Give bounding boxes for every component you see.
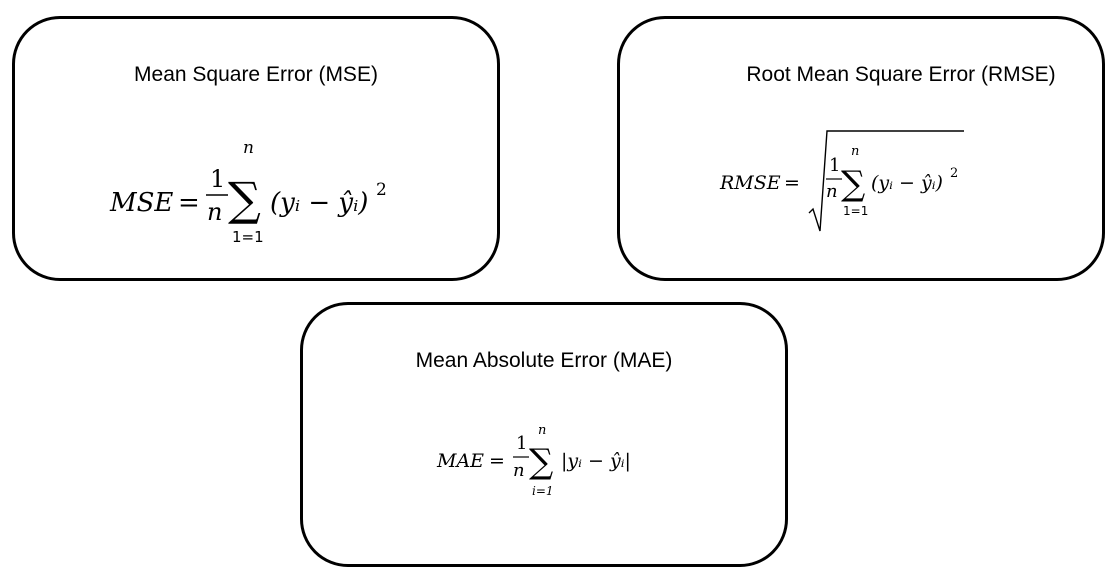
- rmse-frac-denominator: n: [826, 181, 838, 202]
- mae-frac-denominator: n: [513, 460, 525, 481]
- mae-lower-limit: i=1: [532, 484, 554, 498]
- mae-summand: |yᵢ − ŷᵢ|: [561, 450, 631, 472]
- rmse-title: Root Mean Square Error (RMSE): [746, 63, 1056, 86]
- mae-card: Mean Absolute Error (MAE) MAE = 1 n n ∑ …: [300, 302, 788, 567]
- rmse-lhs: RMSE: [719, 172, 781, 194]
- mse-title: Mean Square Error (MSE): [134, 63, 378, 86]
- mse-formula: MSE = 1 n n ∑ 1=1 (yᵢ − ŷᵢ) 2: [109, 138, 387, 246]
- mae-title: Mean Absolute Error (MAE): [415, 349, 673, 372]
- rmse-frac-numerator: 1: [829, 155, 840, 176]
- mae-upper-limit: n: [538, 423, 546, 438]
- mae-formula: MAE = 1 n n ∑ i=1 |yᵢ − ŷᵢ|: [436, 423, 631, 498]
- rmse-sum-sign: ∑: [841, 164, 865, 204]
- mse-sum-sign: ∑: [228, 172, 261, 226]
- mse-frac-numerator: 1: [210, 165, 225, 193]
- mse-summand: (yᵢ − ŷᵢ): [270, 188, 368, 218]
- rmse-lower-limit: 1=1: [843, 204, 868, 218]
- mse-exponent: 2: [376, 180, 387, 200]
- mse-upper-limit: n: [243, 138, 254, 158]
- mse-lower-limit: 1=1: [232, 228, 264, 246]
- rmse-exponent: 2: [950, 166, 958, 181]
- rmse-summand: (yᵢ − ŷᵢ): [871, 172, 943, 194]
- rmse-upper-limit: n: [851, 144, 859, 159]
- rmse-card: Root Mean Square Error (RMSE) RMSE = 1 n…: [617, 16, 1105, 281]
- mae-frac-numerator: 1: [516, 433, 527, 454]
- mae-sum-sign: ∑: [529, 442, 553, 482]
- rmse-formula: RMSE = 1 n n ∑ 1=1 (yᵢ − ŷᵢ) 2: [719, 130, 964, 232]
- rmse-equals: =: [784, 172, 800, 194]
- mae-equals: =: [489, 450, 505, 472]
- mae-lhs: MAE: [436, 450, 484, 472]
- mse-frac-denominator: n: [207, 198, 222, 226]
- rmse-radical-sign: [808, 130, 964, 232]
- mse-lhs: MSE: [109, 188, 173, 218]
- mse-equals: =: [178, 188, 200, 218]
- mse-card: Mean Square Error (MSE) MSE = 1 n n ∑ 1=…: [12, 16, 500, 281]
